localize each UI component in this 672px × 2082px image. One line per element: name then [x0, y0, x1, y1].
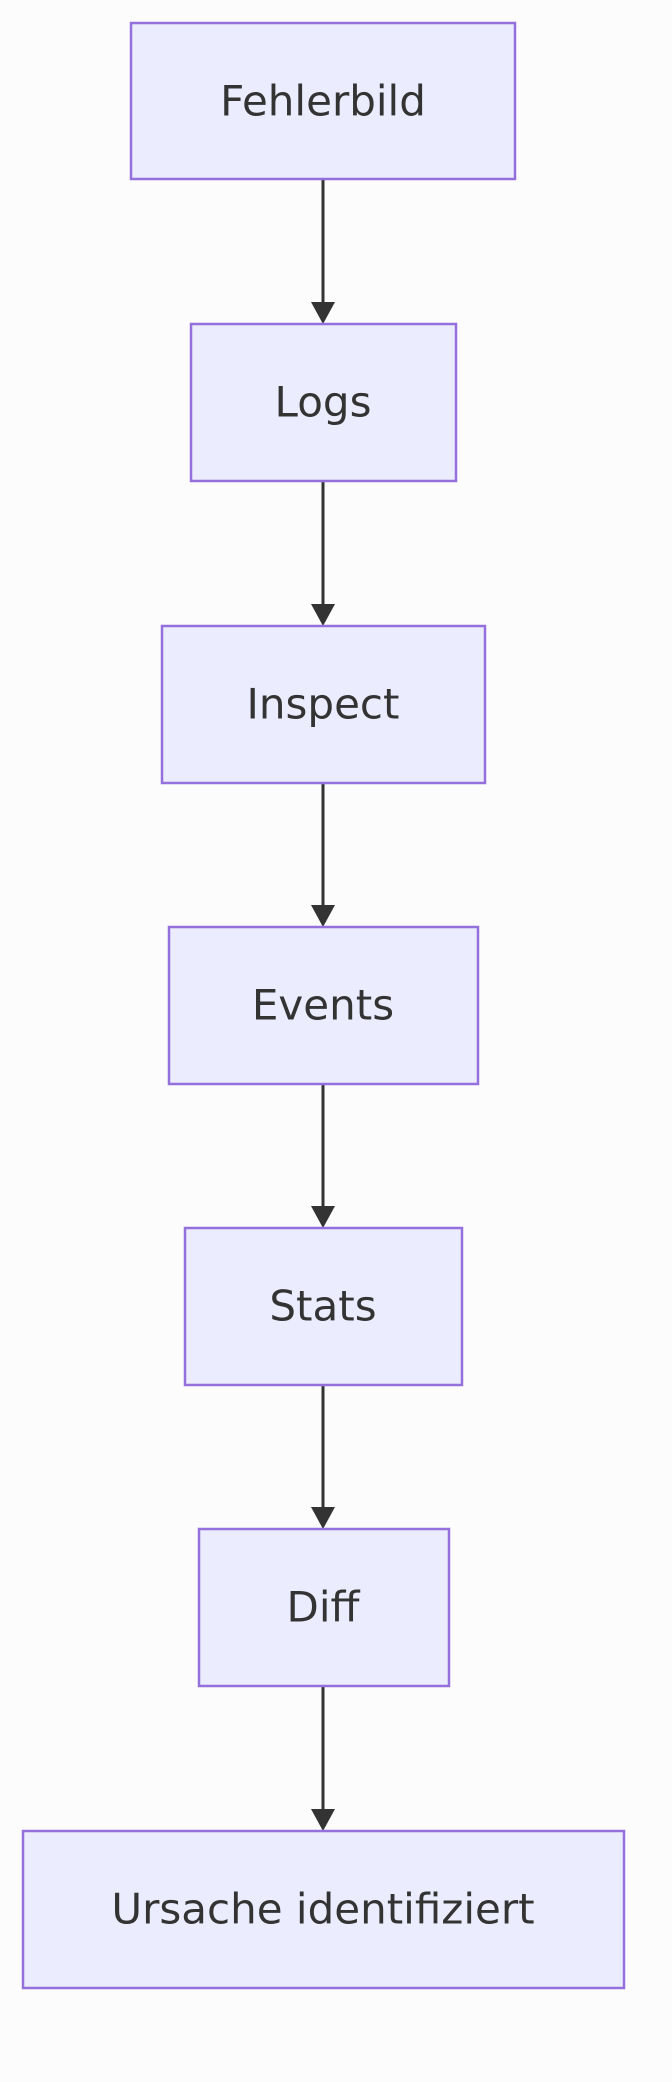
node-label: Inspect [247, 680, 400, 729]
node-stats[interactable]: Stats [183, 1226, 464, 1387]
arrowhead [311, 604, 335, 626]
node-events[interactable]: Events [167, 925, 480, 1086]
edge-diff-ursache [311, 1686, 335, 1831]
node-label: Diff [287, 1583, 361, 1632]
edge-logs-inspect [311, 481, 335, 626]
edge-inspect-events [311, 783, 335, 927]
node-fehlerbild[interactable]: Fehlerbild [129, 21, 517, 181]
edge-stats-diff [311, 1385, 335, 1529]
arrowhead [311, 302, 335, 324]
node-label: Logs [275, 378, 372, 427]
node-inspect[interactable]: Inspect [160, 624, 487, 785]
node-label: Fehlerbild [220, 77, 426, 126]
arrowhead [311, 905, 335, 927]
node-label: Ursache identifiziert [111, 1885, 534, 1934]
node-diff[interactable]: Diff [197, 1527, 451, 1688]
arrowhead [311, 1507, 335, 1529]
edge-events-stats [311, 1084, 335, 1228]
node-label: Stats [269, 1282, 376, 1331]
edge-fehlerbild-logs [311, 179, 335, 324]
arrowhead [311, 1809, 335, 1831]
arrowhead [311, 1206, 335, 1228]
node-label: Events [252, 981, 394, 1030]
node-logs[interactable]: Logs [189, 322, 458, 483]
node-ursache[interactable]: Ursache identifiziert [21, 1829, 626, 1990]
